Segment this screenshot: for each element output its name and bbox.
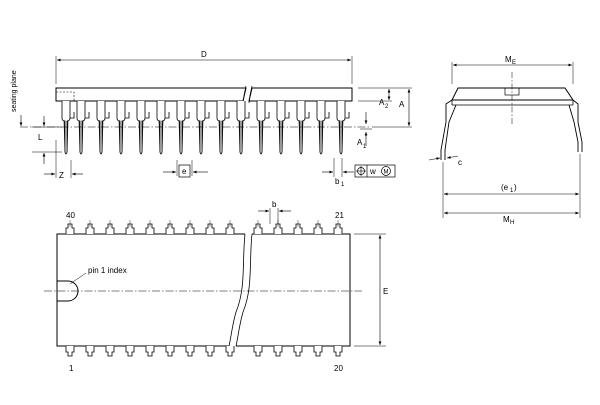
bottom-row-pin: [185, 346, 195, 357]
side-view-body-left: [55, 87, 247, 102]
end-view: M E c (e 1 ) M H: [428, 55, 583, 226]
bottom-row-pin: [273, 346, 283, 357]
label-D: D: [201, 50, 207, 59]
seating-plane-label: seating plane: [11, 70, 18, 112]
side-view-lead-outline: [276, 101, 286, 155]
label-A2-sub: 2: [385, 104, 389, 110]
label-b: b: [272, 200, 277, 209]
top-view-pins: [65, 220, 343, 234]
pin-number-40: 40: [66, 211, 75, 220]
pin-number-20: 20: [334, 364, 343, 373]
label-pin1-index: pin 1 index: [88, 266, 127, 275]
label-L: L: [38, 133, 43, 142]
label-A2: A: [379, 98, 385, 107]
side-view-lead-outline: [256, 101, 266, 155]
side-view-lead-outline: [96, 101, 106, 155]
side-view-lead-outline: [236, 101, 246, 155]
side-view-lead-outline: [176, 101, 186, 155]
bottom-row-pin: [85, 346, 95, 357]
label-ME-sub: E: [512, 60, 516, 66]
label-e1: (e: [501, 183, 509, 192]
bottom-row-pin: [293, 346, 303, 357]
position-tolerance-frame: w M: [354, 164, 396, 178]
bottom-row-pin: [105, 346, 115, 357]
mmc-symbol-icon: [381, 166, 391, 176]
label-e1-close: ): [514, 183, 517, 192]
dimension-c: [428, 157, 441, 161]
label-A: A: [399, 100, 405, 109]
side-view-lead-outline: [196, 101, 206, 155]
side-view-lead-outline: [136, 101, 146, 155]
side-view-lead-outline: [76, 101, 86, 155]
label-e1-sub: 1: [510, 188, 514, 194]
end-view-right-lead: [568, 99, 583, 152]
label-E: E: [383, 287, 388, 296]
end-view-body: [451, 87, 574, 101]
label-A1-sub: 1: [363, 144, 367, 150]
bottom-view-pins: [65, 346, 343, 357]
pin-number-21: 21: [335, 211, 344, 220]
side-view-lead-outline: [336, 101, 346, 155]
side-view-leads: [61, 101, 350, 155]
bottom-row-pin: [165, 346, 175, 357]
bottom-row-pin: [253, 346, 263, 357]
side-view-body-right: [248, 87, 353, 102]
label-MH: M: [503, 215, 510, 224]
bottom-row-pin: [125, 346, 135, 357]
side-view-lead-outline: [216, 101, 226, 155]
side-view-lead-outline: [61, 101, 71, 155]
bottom-row-pin: [65, 346, 75, 357]
bottom-row-pin: [313, 346, 323, 357]
label-tolerance-w: w: [369, 167, 376, 176]
side-view-lead-outline: [316, 101, 326, 155]
label-ME: M: [505, 55, 512, 64]
label-b1-sub: 1: [341, 182, 345, 188]
top-view-body-left: [56, 233, 245, 347]
bottom-row-pin: [205, 346, 215, 357]
label-c: c: [458, 158, 462, 167]
bottom-row-pin: [333, 346, 343, 357]
label-Z: Z: [59, 171, 64, 180]
side-view-lead-outline: [156, 101, 166, 155]
label-tolerance-M: M: [384, 170, 389, 176]
side-view: seating plane D A A 2 A 1 L Z: [11, 50, 412, 188]
top-view: pin 1 index b E 40 21 1 20: [44, 200, 388, 373]
label-e: e: [182, 167, 187, 176]
top-view-body-right: [236, 233, 351, 347]
end-view-left-lead: [440, 99, 457, 160]
label-b1: b: [335, 177, 340, 186]
side-view-lead-outline: [116, 101, 126, 155]
pin1-index-notch: [57, 280, 79, 302]
label-A1: A: [357, 138, 363, 147]
label-MH-sub: H: [510, 220, 514, 226]
break-line-top: [228, 233, 253, 347]
side-view-lead-outline: [296, 101, 306, 155]
pin-number-1: 1: [69, 364, 74, 373]
bottom-row-pin: [225, 346, 235, 357]
bottom-row-pin: [145, 346, 155, 357]
